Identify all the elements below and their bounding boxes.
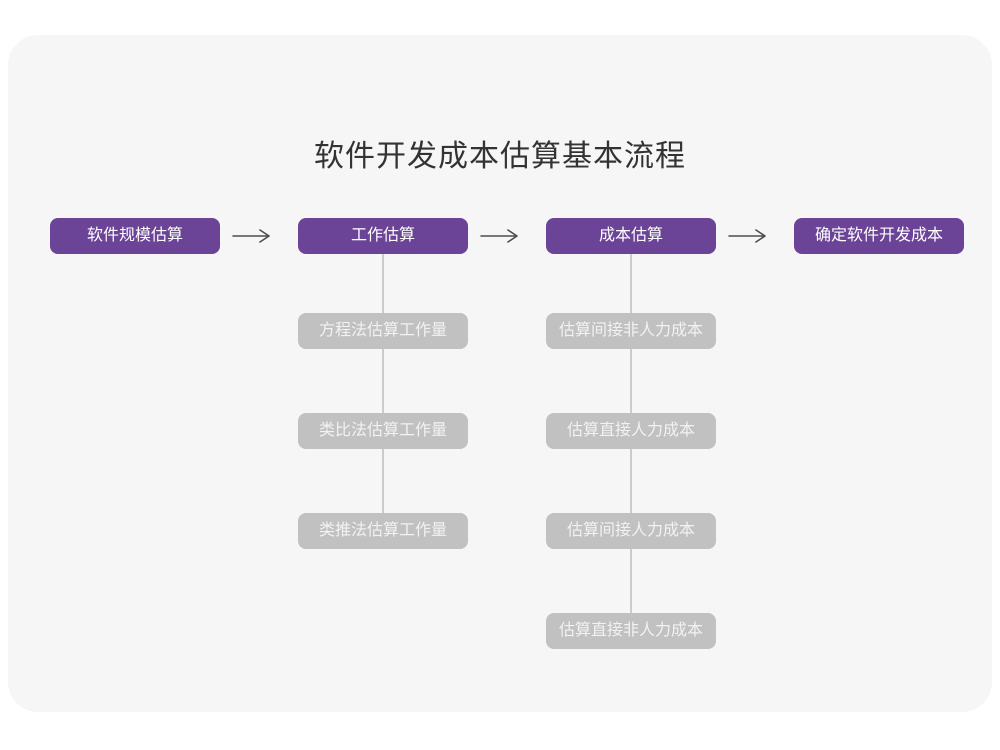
sub-node-direct-non-labor-cost: 估算直接非人力成本 bbox=[546, 613, 716, 649]
diagram-canvas: 软件开发成本估算基本流程 软件规模估算 工作估算 成本估算 确定软件开发成本 方… bbox=[8, 35, 992, 712]
arrow-right-icon bbox=[480, 229, 518, 243]
sub-node-equation-method: 方程法估算工作量 bbox=[298, 313, 468, 349]
connector-line-effort bbox=[382, 254, 384, 513]
sub-node-analogy-method: 类比法估算工作量 bbox=[298, 413, 468, 449]
arrow-right-icon bbox=[728, 229, 766, 243]
sub-node-direct-labor-cost: 估算直接人力成本 bbox=[546, 413, 716, 449]
sub-node-extrapolation-method: 类推法估算工作量 bbox=[298, 513, 468, 549]
flow-node-final-dev-cost: 确定软件开发成本 bbox=[794, 218, 964, 254]
sub-node-indirect-non-labor-cost: 估算间接非人力成本 bbox=[546, 313, 716, 349]
flow-node-size-estimation: 软件规模估算 bbox=[50, 218, 220, 254]
flow-node-effort-estimation: 工作估算 bbox=[298, 218, 468, 254]
arrow-right-icon bbox=[232, 229, 270, 243]
diagram-title: 软件开发成本估算基本流程 bbox=[314, 140, 686, 173]
flow-node-cost-estimation: 成本估算 bbox=[546, 218, 716, 254]
sub-node-indirect-labor-cost: 估算间接人力成本 bbox=[546, 513, 716, 549]
